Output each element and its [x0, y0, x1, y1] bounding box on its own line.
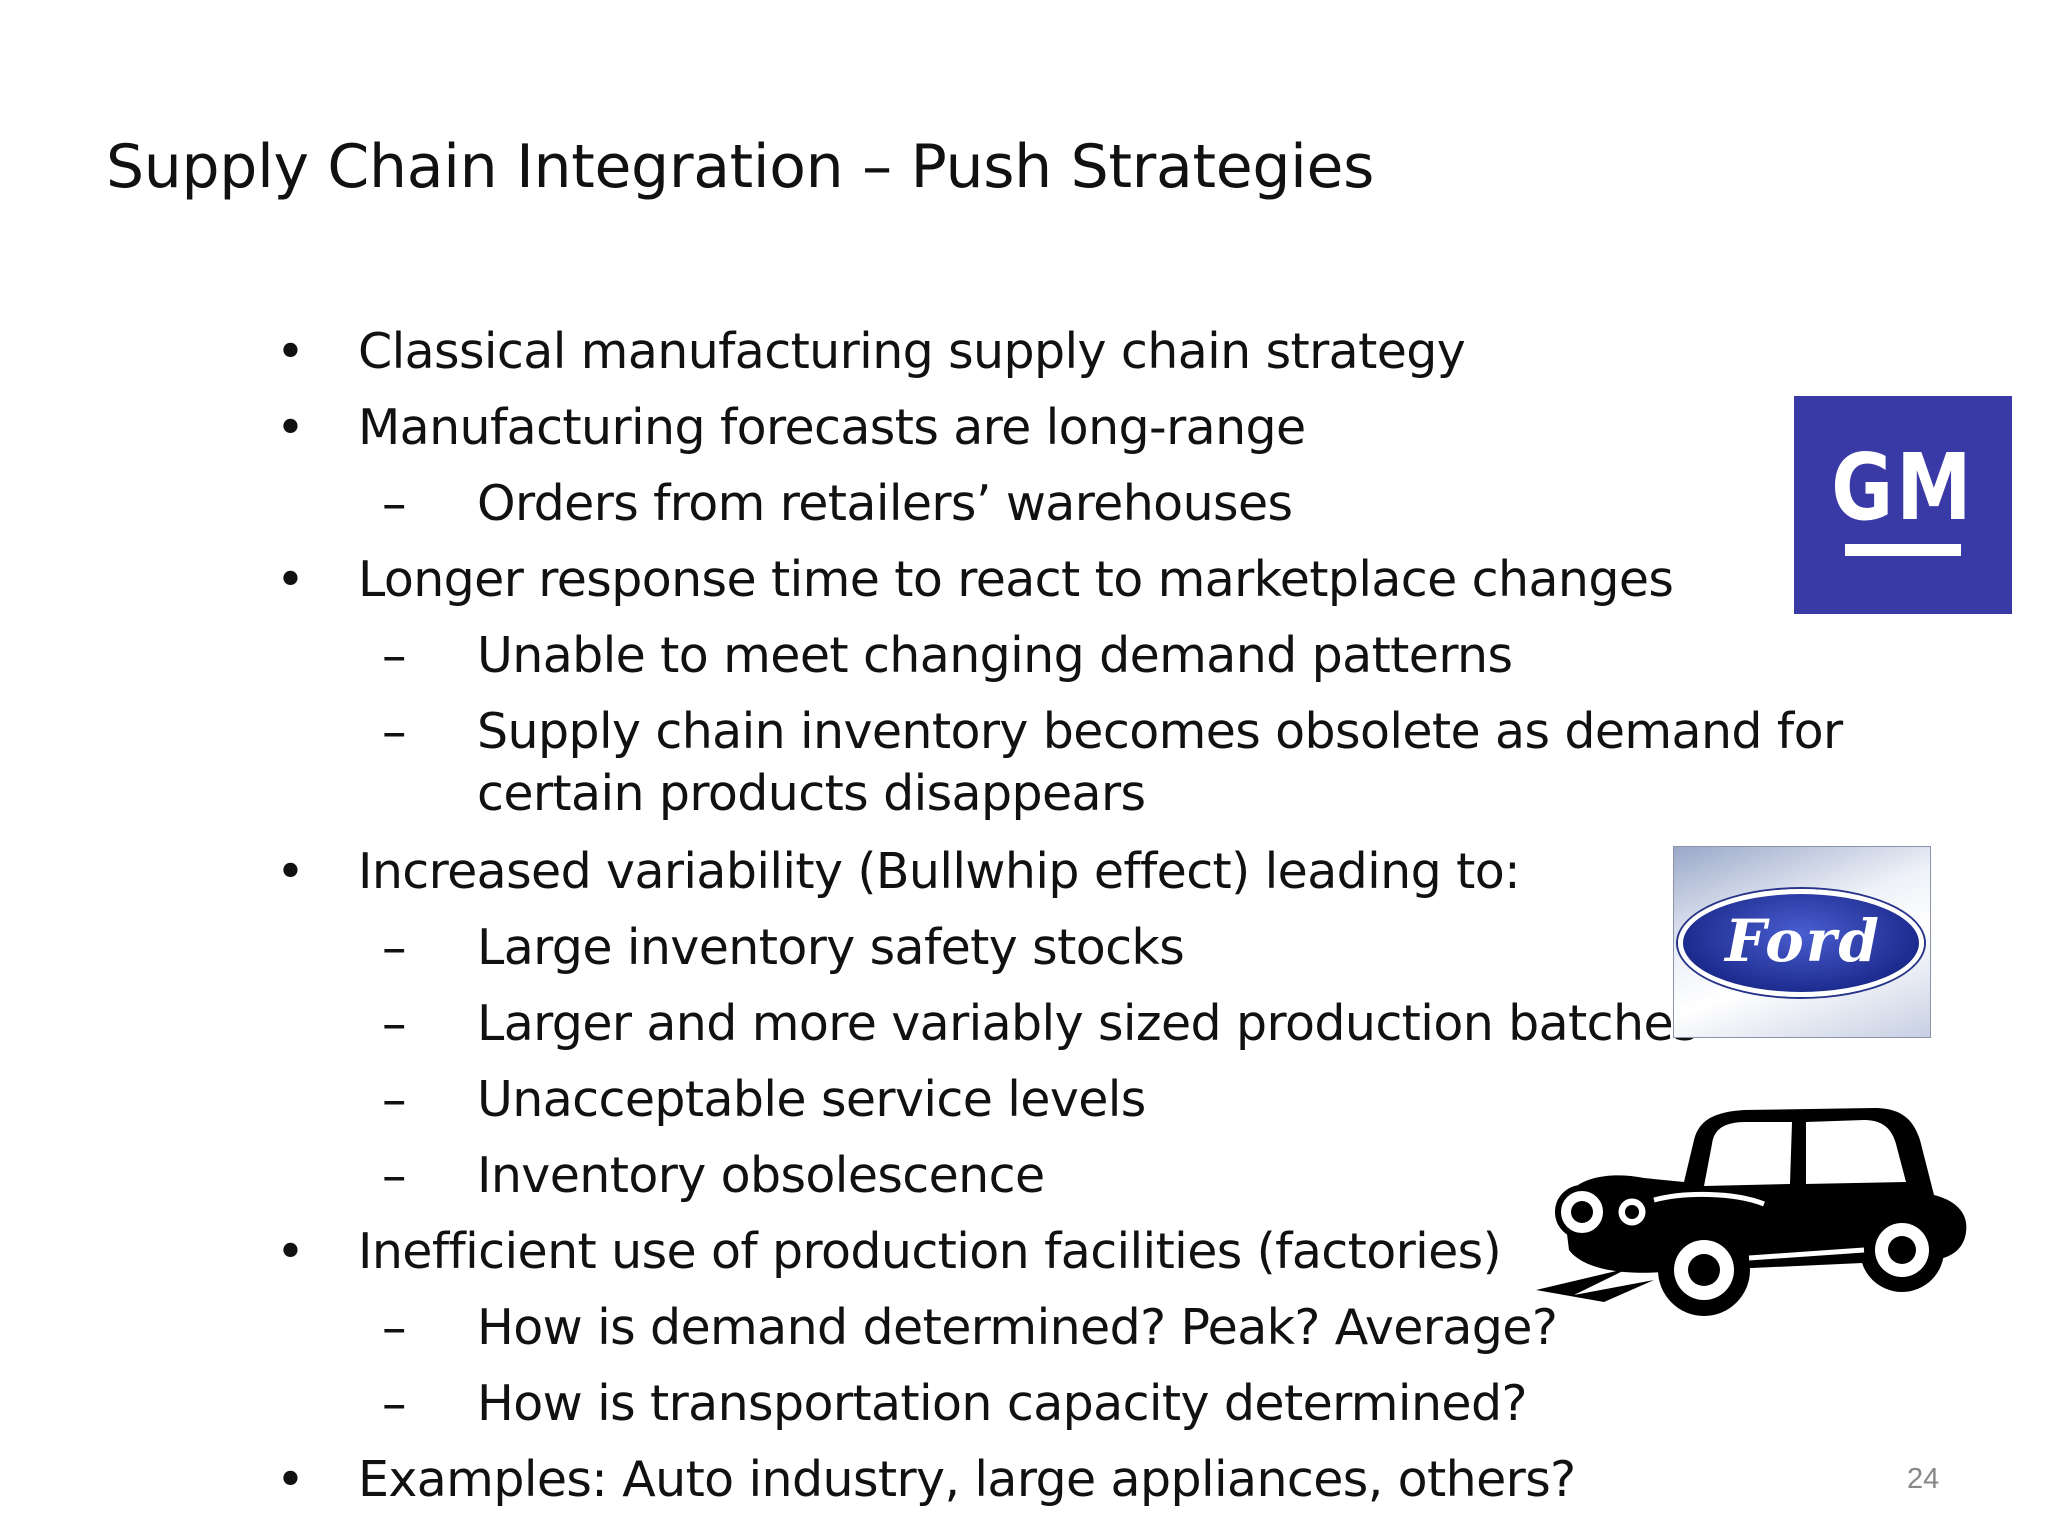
page-number: 24 [1907, 1463, 1940, 1495]
list-item: Inventory obsolescence [477, 1147, 1045, 1204]
dash-marker: – [382, 1375, 407, 1432]
list-item-continuation: certain products disappears [477, 765, 1146, 822]
list-item: Unable to meet changing demand patterns [477, 627, 1513, 684]
gm-logo-text: GM [1831, 434, 1975, 541]
list-item: Classical manufacturing supply chain str… [358, 323, 1466, 380]
vintage-car-icon [1536, 1108, 1967, 1316]
dash-marker: – [382, 1147, 407, 1204]
list-item: How is transportation capacity determine… [477, 1375, 1527, 1432]
dash-marker: – [382, 995, 407, 1052]
bullet-marker: • [276, 1223, 305, 1280]
list-item: Supply chain inventory becomes obsolete … [477, 703, 1843, 760]
bullet-marker: • [276, 551, 305, 608]
list-item: Increased variability (Bullwhip effect) … [358, 843, 1521, 900]
bullet-marker: • [276, 323, 305, 380]
list-item: Longer response time to react to marketp… [358, 551, 1674, 608]
bullet-marker: • [276, 843, 305, 900]
ford-oval [1678, 889, 1924, 997]
bullet-marker: • [276, 1451, 305, 1508]
ford-logo-text: Ford [1725, 907, 1881, 975]
list-item: Orders from retailers’ warehouses [477, 475, 1293, 532]
bullet-marker: • [276, 399, 305, 456]
dash-marker: – [382, 1071, 407, 1128]
dash-marker: – [382, 703, 407, 760]
list-item: Larger and more variably sized productio… [477, 995, 1699, 1052]
list-item: Large inventory safety stocks [477, 919, 1185, 976]
dash-marker: – [382, 919, 407, 976]
list-item: Unacceptable service levels [477, 1071, 1146, 1128]
dash-marker: – [382, 627, 407, 684]
ford-logo: Ford [1673, 846, 1931, 1038]
list-item: Inefficient use of production facilities… [358, 1223, 1502, 1280]
list-item: Manufacturing forecasts are long-range [358, 399, 1306, 456]
gm-logo-underline [1845, 544, 1961, 556]
slide-title: Supply Chain Integration – Push Strategi… [106, 132, 1375, 202]
dash-marker: – [382, 1299, 407, 1356]
list-item: Examples: Auto industry, large appliance… [358, 1451, 1576, 1508]
gm-logo: GM [1794, 396, 2012, 614]
list-item: How is demand determined? Peak? Average? [477, 1299, 1558, 1356]
dash-marker: – [382, 475, 407, 532]
